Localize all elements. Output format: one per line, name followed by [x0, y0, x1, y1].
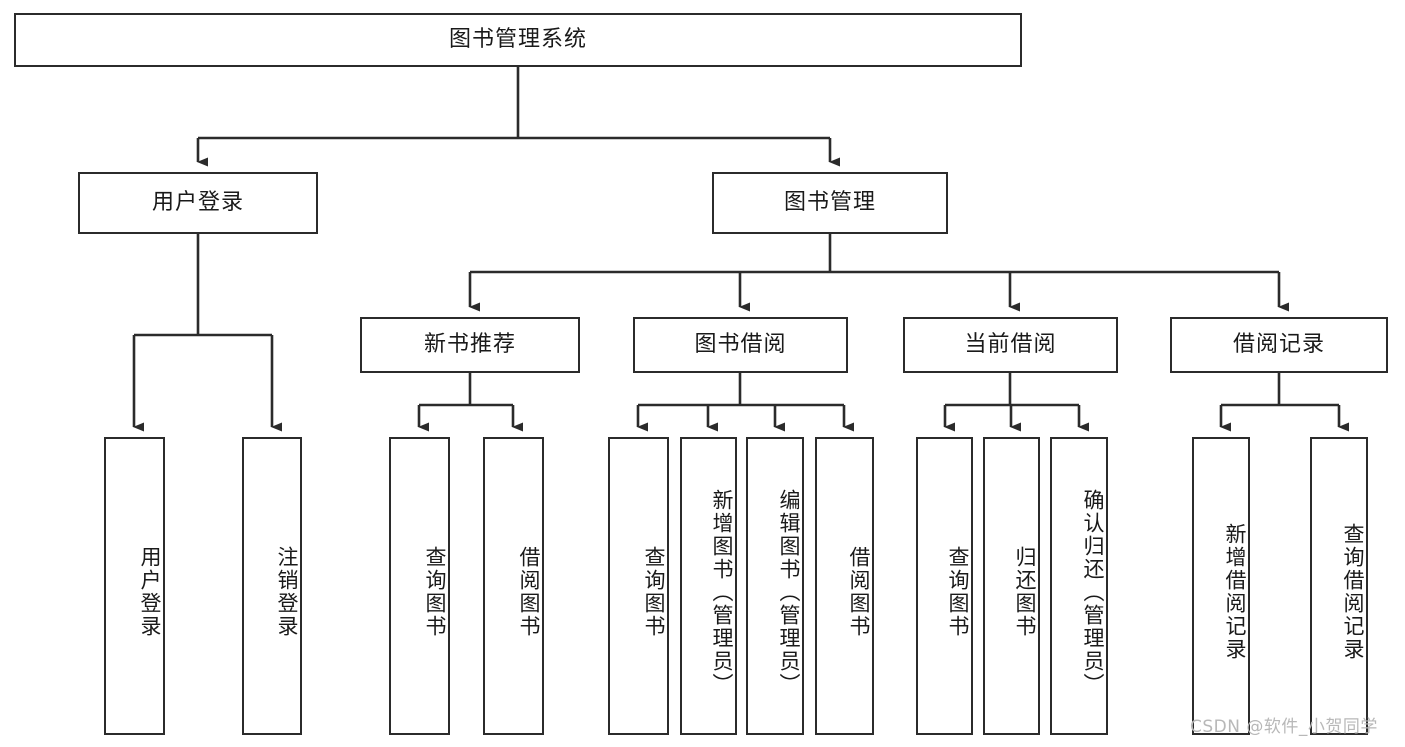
leaf-node-label: 借阅图书: [847, 546, 871, 638]
node-user-login-label: 用户登录: [151, 189, 244, 215]
leaf-node-label: 借阅图书: [517, 546, 541, 638]
leaf-node[interactable]: 注销登录: [242, 437, 302, 735]
leaf-node[interactable]: 查询图书: [916, 437, 973, 735]
node-book-management[interactable]: 图书管理: [712, 172, 948, 234]
leaf-node-label: 确认归还（管理员）: [1081, 488, 1105, 696]
node-root[interactable]: 图书管理系统: [14, 13, 1022, 67]
leaf-node[interactable]: 编辑图书（管理员）: [746, 437, 804, 735]
leaf-node[interactable]: 借阅图书: [815, 437, 874, 735]
node-borrow-record-label: 借阅记录: [1232, 331, 1325, 357]
leaf-node-label: 新增借阅记录: [1223, 523, 1247, 661]
leaf-node-label: 查询图书: [423, 546, 447, 638]
node-new-book-recommend[interactable]: 新书推荐: [360, 317, 580, 373]
leaf-node[interactable]: 借阅图书: [483, 437, 544, 735]
leaf-node[interactable]: 确认归还（管理员）: [1050, 437, 1108, 735]
leaf-node-label: 新增图书（管理员）: [710, 488, 734, 696]
leaf-node[interactable]: 查询图书: [389, 437, 450, 735]
node-current-borrow[interactable]: 当前借阅: [903, 317, 1118, 373]
node-book-borrow-label: 图书借阅: [694, 331, 787, 357]
node-book-management-label: 图书管理: [783, 189, 876, 215]
node-current-borrow-label: 当前借阅: [964, 331, 1057, 357]
leaf-node[interactable]: 归还图书: [983, 437, 1040, 735]
node-book-borrow[interactable]: 图书借阅: [633, 317, 848, 373]
leaf-node[interactable]: 新增图书（管理员）: [680, 437, 737, 735]
leaf-node[interactable]: 用户登录: [104, 437, 165, 735]
csdn-watermark: CSDN @软件_小贺同学: [1190, 717, 1378, 737]
leaf-node-label: 查询借阅记录: [1341, 523, 1365, 661]
leaf-node[interactable]: 新增借阅记录: [1192, 437, 1250, 735]
leaf-node[interactable]: 查询图书: [608, 437, 669, 735]
leaf-node-label: 归还图书: [1013, 546, 1037, 638]
node-user-login[interactable]: 用户登录: [78, 172, 318, 234]
leaf-node-label: 查询图书: [946, 546, 970, 638]
leaf-node-label: 注销登录: [275, 546, 299, 638]
leaf-node-label: 查询图书: [642, 546, 666, 638]
node-new-book-recommend-label: 新书推荐: [423, 331, 516, 357]
leaf-node-label: 编辑图书（管理员）: [777, 488, 801, 696]
leaf-node-label: 用户登录: [138, 546, 162, 638]
leaf-node[interactable]: 查询借阅记录: [1310, 437, 1368, 735]
node-root-label: 图书管理系统: [448, 26, 587, 52]
node-borrow-record[interactable]: 借阅记录: [1170, 317, 1388, 373]
